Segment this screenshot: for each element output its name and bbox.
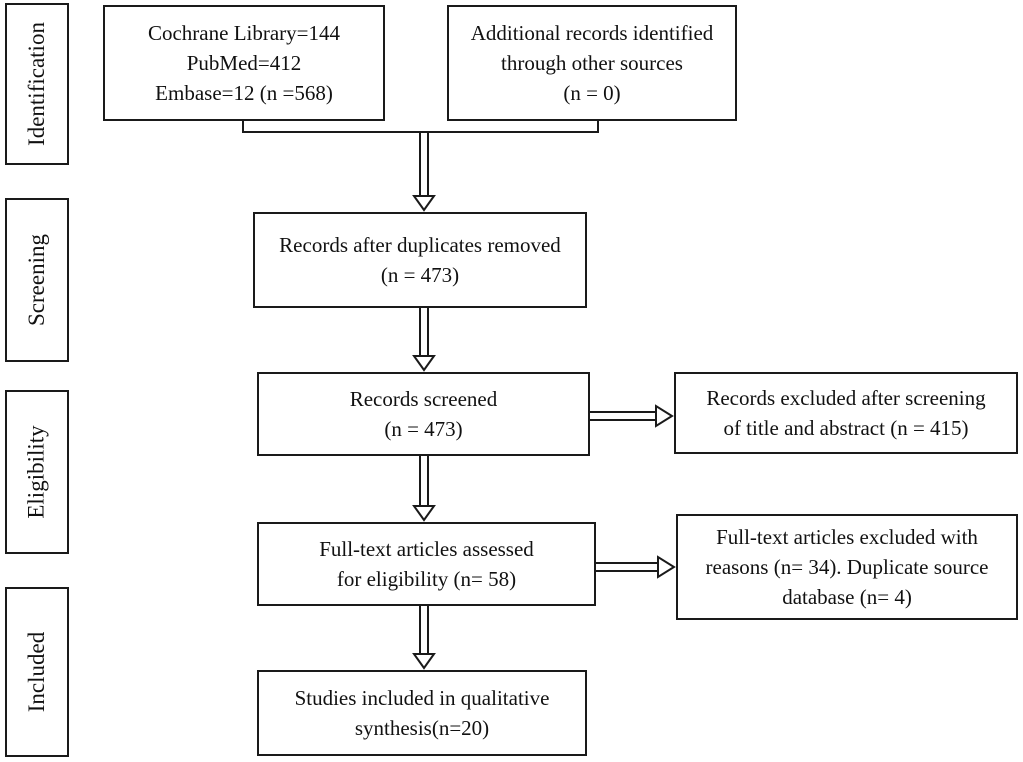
stage-label-screening: Screening (24, 234, 49, 326)
arrow-down-1 (412, 132, 436, 212)
box-databases-line: PubMed=412 (186, 51, 302, 75)
box-databases-line: Embase=12 (n =568) (155, 81, 333, 105)
box-excluded-screening: Records excluded after screening of titl… (674, 372, 1018, 454)
box-fulltext-excluded: Full-text articles excluded with reasons… (676, 514, 1018, 620)
box-databases: Cochrane Library=144 PubMed=412 Embase=1… (103, 5, 385, 121)
box-duplicates-removed-line: Records after duplicates removed (279, 233, 561, 257)
box-fulltext-excluded-line: database (n= 4) (782, 585, 912, 609)
arrow-right-2 (596, 555, 676, 579)
box-records-screened-line: Records screened (349, 387, 498, 411)
box-duplicates-removed-line: (n = 473) (380, 263, 460, 287)
stage-label-identification: Identification (24, 22, 49, 146)
box-fulltext-assessed: Full-text articles assessed for eligibil… (257, 522, 596, 606)
box-other-sources-line: through other sources (501, 51, 683, 75)
box-other-sources-line: Additional records identified (470, 21, 714, 45)
stage-label-included: Included (24, 631, 49, 713)
box-duplicates-removed: Records after duplicates removed (n = 47… (253, 212, 587, 308)
arrow-down-3 (412, 456, 436, 522)
box-records-screened-line: (n = 473) (384, 417, 463, 441)
box-fulltext-assessed-line: Full-text articles assessed (319, 537, 534, 561)
merge-bracket (242, 120, 599, 133)
box-fulltext-assessed-line: for eligibility (n= 58) (336, 567, 517, 591)
box-included-studies-line: Studies included in qualitative (294, 686, 550, 710)
box-databases-line: Cochrane Library=144 (147, 21, 341, 45)
box-excluded-screening-line: Records excluded after screening (706, 386, 986, 410)
box-excluded-screening-line: of title and abstract (n = 415) (723, 416, 969, 440)
arrow-down-2 (412, 308, 436, 372)
box-included-studies: Studies included in qualitative synthesi… (257, 670, 587, 756)
stage-screening: Screening (5, 198, 69, 362)
box-included-studies-line: synthesis(n=20) (354, 716, 490, 740)
box-other-sources: Additional records identified through ot… (447, 5, 737, 121)
stage-identification: Identification (5, 3, 69, 165)
box-other-sources-line: (n = 0) (563, 81, 621, 105)
box-fulltext-excluded-line: Full-text articles excluded with (716, 525, 978, 549)
stage-label-eligibility: Eligibility (24, 425, 49, 519)
arrow-down-4 (412, 606, 436, 670)
box-fulltext-excluded-line: reasons (n= 34). Duplicate source (705, 555, 989, 579)
stage-included: Included (5, 587, 69, 757)
box-records-screened: Records screened (n = 473) (257, 372, 590, 456)
arrow-right-1 (590, 404, 674, 428)
stage-eligibility: Eligibility (5, 390, 69, 554)
